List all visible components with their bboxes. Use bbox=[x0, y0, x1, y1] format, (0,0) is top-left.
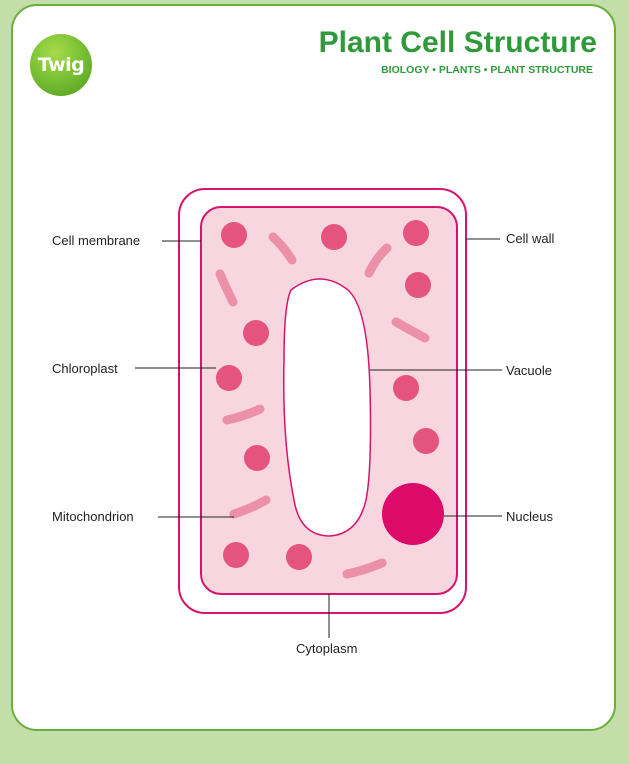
label-vacuole: Vacuole bbox=[506, 363, 552, 378]
chloroplast bbox=[403, 220, 429, 246]
chloroplast bbox=[413, 428, 439, 454]
chloroplast bbox=[393, 375, 419, 401]
chloroplast bbox=[243, 320, 269, 346]
label-mitochondrion: Mitochondrion bbox=[52, 509, 134, 524]
label-cell-membrane: Cell membrane bbox=[52, 233, 140, 248]
chloroplast bbox=[216, 365, 242, 391]
label-cell-wall: Cell wall bbox=[506, 231, 554, 246]
chloroplast bbox=[244, 445, 270, 471]
label-chloroplast: Chloroplast bbox=[52, 361, 118, 376]
chloroplast bbox=[321, 224, 347, 250]
chloroplast bbox=[405, 272, 431, 298]
label-cytoplasm: Cytoplasm bbox=[296, 641, 357, 656]
label-nucleus: Nucleus bbox=[506, 509, 553, 524]
vacuole bbox=[284, 279, 371, 536]
nucleus bbox=[382, 483, 444, 545]
chloroplast bbox=[221, 222, 247, 248]
chloroplast bbox=[223, 542, 249, 568]
chloroplast bbox=[286, 544, 312, 570]
